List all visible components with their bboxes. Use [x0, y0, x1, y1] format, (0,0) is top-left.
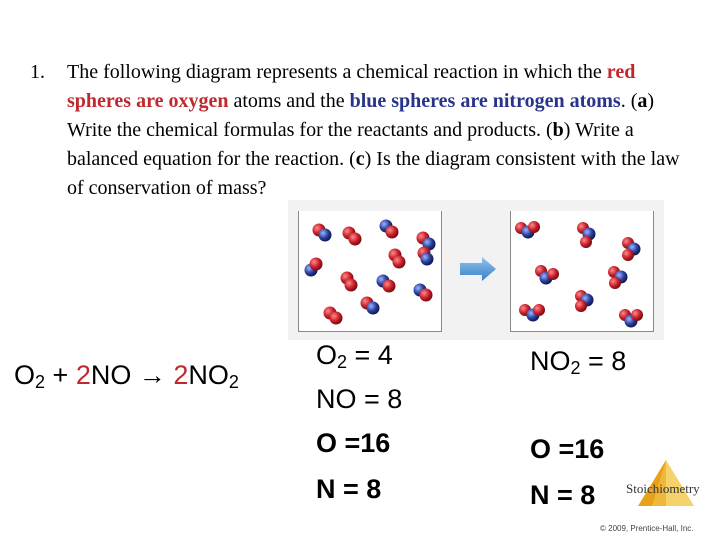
product-nitrogen-atoms: N = 8: [530, 480, 596, 510]
o2-molecule: [340, 271, 358, 292]
oxygen-description: red spheres are oxygen: [67, 61, 636, 112]
reactant-o2-count: O2 = 4: [316, 340, 393, 372]
no-molecule: [304, 257, 323, 277]
no-formula: NO: [90, 360, 132, 390]
no2-molecule: [608, 266, 628, 289]
no2-molecule: [619, 309, 643, 328]
reactants-box: [298, 211, 442, 332]
no2-formula: NO2: [188, 360, 239, 392]
product-oxygen-atoms: O =16: [530, 434, 605, 464]
no2-molecule: [535, 265, 559, 285]
no-molecule: [376, 274, 396, 293]
no-molecule: [312, 223, 332, 242]
no2-molecule: [519, 304, 545, 322]
products-box: [510, 211, 654, 332]
no-coefficient: 2: [75, 360, 91, 390]
reactant-molecules: [304, 219, 436, 325]
no-molecule: [379, 219, 399, 239]
no-molecule: [413, 283, 433, 302]
product-no2-count: NO2 = 8: [530, 346, 627, 378]
part-a-letter: a: [637, 90, 648, 112]
no-molecule: [417, 246, 434, 266]
o2-molecule: [323, 306, 343, 325]
pyramid-icon: [638, 460, 694, 506]
product-molecules: [515, 221, 643, 328]
nitrogen-description: blue spheres are nitrogen atoms: [349, 90, 621, 112]
question-text: 1. The following diagram represents a ch…: [30, 58, 690, 203]
question-text-part: ) Is the diagram consistent with the law…: [67, 148, 680, 199]
reaction-arrow: →: [131, 360, 174, 390]
copyright-notice: © 2009, Prentice-Hall, Inc.: [600, 524, 694, 533]
reaction-arrow-icon: [460, 257, 496, 281]
reaction-diagram: [288, 200, 664, 340]
question-text-part: atoms and the: [228, 90, 350, 112]
question-text-part: . (: [620, 90, 638, 112]
question-text-part: The following diagram represents a chemi…: [67, 61, 607, 83]
o2-molecule: [342, 226, 362, 246]
o2-formula: O2: [14, 360, 46, 392]
question-number: 1.: [30, 61, 45, 83]
no2-molecule: [575, 290, 594, 312]
reactant-no-count: NO = 8: [316, 384, 403, 414]
question-text-part: ) Write the chemical formulas for the re…: [67, 90, 655, 141]
no2-molecule: [622, 237, 641, 261]
balanced-equation: O2 + 2NO → 2NO2: [14, 360, 239, 392]
no-molecule: [360, 296, 380, 315]
o2-molecule: [388, 248, 406, 269]
no2-molecule: [577, 222, 596, 248]
no2-coefficient: 2: [173, 360, 189, 390]
part-c-letter: c: [355, 148, 365, 170]
question-body: The following diagram represents a chemi…: [67, 58, 690, 203]
reactant-nitrogen-atoms: N = 8: [316, 474, 382, 504]
no2-molecule: [515, 221, 540, 239]
question-text-part: ) Write a balanced equation for the reac…: [67, 119, 634, 170]
part-b-letter: b: [552, 119, 564, 141]
stoichiometry-label: Stoichiometry: [626, 481, 700, 496]
reactant-oxygen-atoms: O =16: [316, 428, 391, 458]
